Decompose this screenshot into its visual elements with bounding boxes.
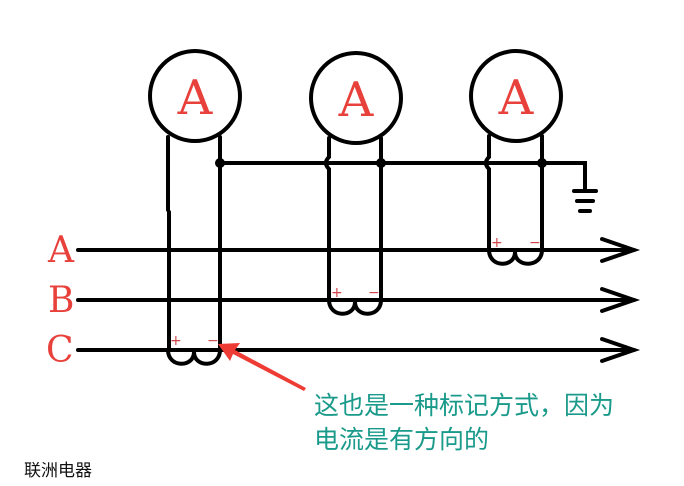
junction-dot-3	[537, 158, 547, 168]
junction-dot-1	[215, 158, 225, 168]
common-bus	[218, 161, 587, 192]
arrow-head-c	[600, 337, 641, 363]
arrow-head-a	[600, 237, 641, 263]
polarity-plus-a: +	[491, 235, 503, 251]
phase-label-c: C	[46, 330, 74, 371]
annotation-line-2: 电流是有方向的	[314, 425, 490, 454]
ct-coil-b	[327, 298, 383, 316]
pointer-arrow	[218, 343, 306, 391]
meter3-wire-plus	[484, 134, 491, 252]
arrow-head-b	[600, 287, 641, 313]
meter1-wire-plus	[166, 135, 171, 352]
meter2-wire-plus	[324, 136, 331, 302]
ammeter-1	[148, 49, 242, 143]
ammeter-2	[309, 51, 403, 145]
meter-label-3: A	[498, 70, 535, 126]
polarity-minus-c: −	[207, 333, 219, 349]
ct-coil-c	[166, 348, 222, 366]
annotation-line-1: 这也是一种标记方式，因为	[314, 391, 615, 420]
polarity-minus-b: −	[368, 285, 380, 301]
ammeter-3	[469, 49, 563, 143]
meter-label-1: A	[177, 70, 214, 126]
phase-label-a: A	[47, 230, 75, 271]
ct-coil-a	[487, 248, 544, 266]
polarity-plus-b: +	[331, 285, 343, 301]
polarity-minus-a: −	[529, 235, 541, 251]
meter-label-2: A	[338, 72, 375, 128]
junction-dot-2	[376, 158, 386, 168]
polarity-plus-c: +	[170, 333, 182, 349]
phase-label-b: B	[48, 280, 74, 321]
watermark: 联洲电器	[24, 461, 92, 481]
